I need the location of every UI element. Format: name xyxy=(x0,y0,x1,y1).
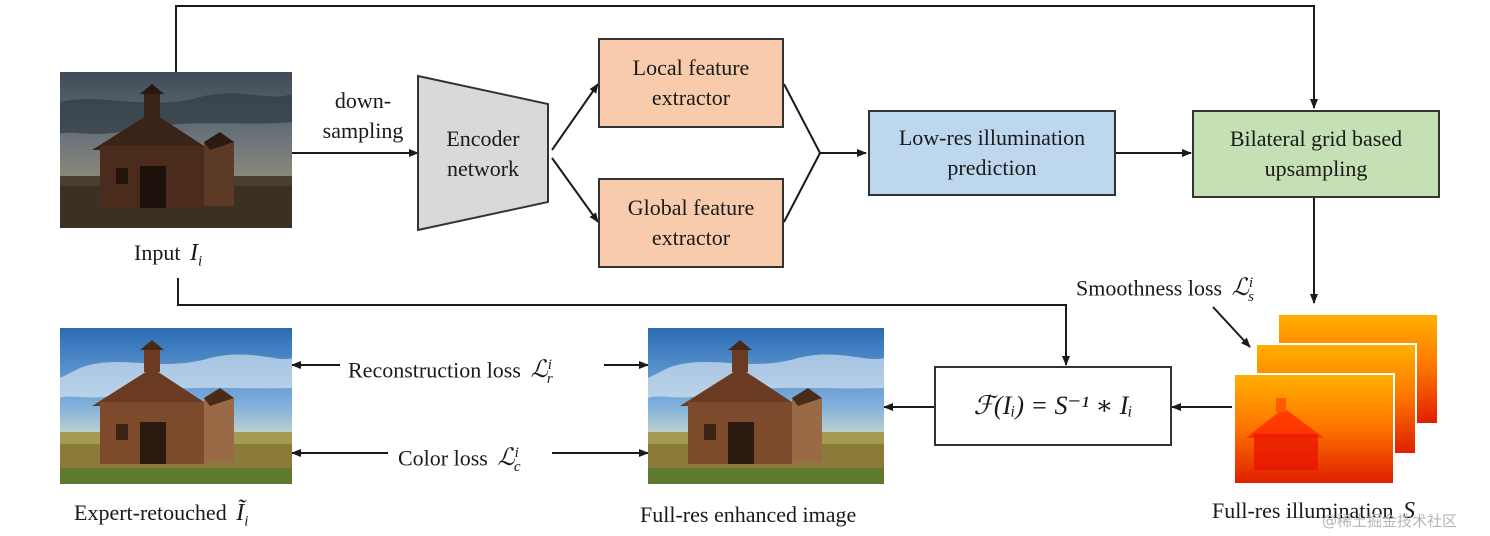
enhanced-text: Full-res enhanced image xyxy=(640,502,857,527)
encoder-to-local-arrow xyxy=(551,83,599,151)
color-sub: c xyxy=(513,458,521,475)
bilateral-line2: upsampling xyxy=(1264,156,1368,181)
global-feature-extractor-box: Global feature extractor xyxy=(598,178,784,268)
downsampling-line2: sampling xyxy=(322,118,404,143)
recon-symbol: ℒ xyxy=(530,357,548,384)
local-to-fusion-line xyxy=(783,83,821,154)
downsampling-label: down- sampling xyxy=(318,86,408,146)
input-label: Input Ii xyxy=(134,240,202,274)
smoothness-pointer-arrow xyxy=(1212,306,1251,348)
input-photo xyxy=(60,72,292,228)
enhanced-photo xyxy=(648,328,884,484)
encoder-line2: network xyxy=(446,156,520,181)
input-subscript: i xyxy=(197,253,203,270)
expert-retouched-photo xyxy=(60,328,292,484)
encoder-to-global-arrow xyxy=(551,157,599,223)
smoothness-symbol: ℒ xyxy=(1231,275,1249,302)
reconstruction-loss-label: Reconstruction loss ℒir xyxy=(348,352,553,392)
local-line1: Local feature xyxy=(632,55,750,80)
encoder-line1: Encoder xyxy=(446,126,520,151)
lowres-illumination-box: Low-res illumination prediction xyxy=(868,110,1116,196)
enhanced-image-label: Full-res enhanced image xyxy=(640,502,856,528)
color-text: Color loss xyxy=(398,445,488,471)
formula-box: ℱ(Iᵢ) = S⁻¹ ∗ Iᵢ xyxy=(934,366,1172,446)
smoothness-text: Smoothness loss xyxy=(1076,275,1223,301)
color-sup: i xyxy=(514,445,519,461)
local-line2: extractor xyxy=(651,85,731,110)
smoothness-sub: s xyxy=(1248,288,1254,305)
expert-retouched-label: Expert-retouched Ĩi xyxy=(74,500,248,534)
input-label-text: Input xyxy=(134,240,181,265)
bilateral-line1: Bilateral grid based xyxy=(1229,126,1403,151)
input-symbol: I xyxy=(189,240,198,266)
encoder-label: Encoder network xyxy=(420,124,546,184)
expert-symbol: Ĩ xyxy=(236,500,245,526)
formula-text: ℱ(Iᵢ) = S⁻¹ ∗ Iᵢ xyxy=(973,391,1133,420)
expert-subscript: i xyxy=(244,513,249,530)
illumination-map-front xyxy=(1233,373,1395,485)
lowres-line2: prediction xyxy=(947,155,1037,180)
illumination-text: Full-res illumination xyxy=(1212,498,1394,523)
expert-text: Expert-retouched xyxy=(74,500,227,525)
illumination-label: Full-res illumination S xyxy=(1212,498,1415,524)
global-line2: extractor xyxy=(651,225,731,250)
smoothness-sup: i xyxy=(1248,275,1254,291)
global-to-fusion-line xyxy=(783,152,821,223)
skip-arrow-top xyxy=(175,5,1318,109)
global-line1: Global feature xyxy=(627,195,755,220)
recon-sup: i xyxy=(547,357,552,373)
watermark: @稀土掘金技术社区 xyxy=(1322,512,1458,530)
smoothness-loss-label: Smoothness loss ℒis xyxy=(1076,270,1254,310)
illumination-map-stack xyxy=(1232,314,1440,486)
downsampling-line1: down- xyxy=(334,88,392,113)
recon-text: Reconstruction loss xyxy=(348,357,521,383)
encoder-network-shape xyxy=(417,74,549,232)
bilateral-grid-box: Bilateral grid based upsampling xyxy=(1192,110,1440,198)
color-symbol: ℒ xyxy=(497,445,515,472)
illumination-symbol: S xyxy=(1403,498,1415,524)
color-loss-label: Color loss ℒic xyxy=(398,440,521,480)
local-feature-extractor-box: Local feature extractor xyxy=(598,38,784,128)
lowres-line1: Low-res illumination xyxy=(898,125,1086,150)
recon-sub: r xyxy=(546,370,553,387)
skip-arrow-bottom xyxy=(177,278,1070,366)
